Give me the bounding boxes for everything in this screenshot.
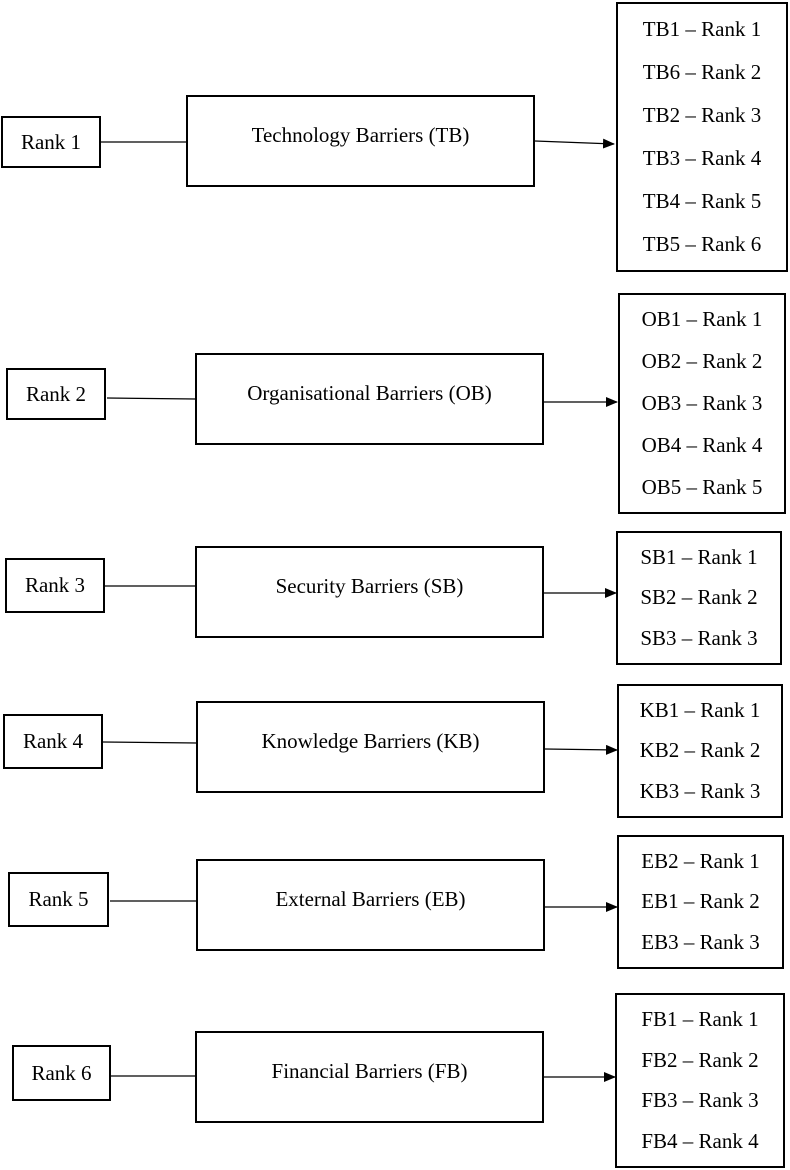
list-item: EB2 – Rank 1 — [641, 848, 760, 873]
rank-label: Rank 5 — [28, 887, 89, 911]
sub-barrier-list: FB1 – Rank 1 FB2 – Rank 2 FB3 – Rank 3 F… — [615, 993, 785, 1168]
list-item: TB3 – Rank 4 — [642, 146, 762, 170]
rank-box: Rank 6 — [12, 1045, 111, 1101]
barrier-label: Security Barriers (SB) — [275, 574, 464, 598]
list-item: FB3 – Rank 3 — [641, 1088, 759, 1113]
list-item: OB5 – Rank 5 — [641, 474, 763, 499]
sub-barrier-list: OB1 – Rank 1 OB2 – Rank 2 OB3 – Rank 3 O… — [618, 293, 786, 514]
rank-label: Rank 4 — [22, 729, 84, 753]
list-item: TB5 – Rank 6 — [642, 232, 762, 256]
rank-box: Rank 4 — [3, 714, 103, 769]
list-item: SB1 – Rank 1 — [640, 544, 758, 569]
list-item: SB3 – Rank 3 — [640, 626, 758, 651]
sub-barrier-list: KB1 – Rank 1 KB2 – Rank 2 KB3 – Rank 3 — [617, 684, 783, 818]
list-item: EB3 – Rank 3 — [641, 930, 760, 955]
list-item: FB1 – Rank 1 — [641, 1006, 759, 1031]
rank-box: Rank 2 — [6, 368, 106, 420]
barrier-arrow — [534, 138, 615, 149]
list-item: OB4 – Rank 4 — [641, 432, 763, 457]
barrier-box: External Barriers (EB) — [196, 859, 545, 951]
barrier-label: Technology Barriers (TB) — [251, 123, 470, 147]
list-item: TB1 – Rank 1 — [642, 17, 762, 41]
list-item: FB2 – Rank 2 — [641, 1047, 759, 1072]
list-item: TB6 – Rank 2 — [642, 60, 762, 84]
list-item: OB3 – Rank 3 — [641, 390, 763, 415]
list-item: TB4 – Rank 5 — [642, 189, 762, 213]
list-item: SB2 – Rank 2 — [640, 585, 758, 610]
sub-barrier-list: TB1 – Rank 1 TB6 – Rank 2 TB2 – Rank 3 T… — [616, 2, 788, 272]
barrier-label: Financial Barriers (FB) — [271, 1059, 468, 1083]
rank-box: Rank 5 — [8, 872, 109, 927]
list-item: KB3 – Rank 3 — [639, 779, 761, 804]
rank-label: Rank 6 — [31, 1060, 92, 1085]
list-item: EB1 – Rank 2 — [641, 889, 760, 914]
barrier-label: Organisational Barriers (OB) — [247, 381, 492, 405]
list-item: TB2 – Rank 3 — [642, 103, 762, 127]
rank-box: Rank 3 — [5, 558, 105, 613]
sub-barrier-list: EB2 – Rank 1 EB1 – Rank 2 EB3 – Rank 3 — [617, 835, 784, 969]
barrier-arrow — [544, 744, 618, 755]
rank-label: Rank 1 — [20, 129, 82, 154]
sub-barrier-list: SB1 – Rank 1 SB2 – Rank 2 SB3 – Rank 3 — [616, 531, 782, 665]
barrier-label: External Barriers (EB) — [275, 887, 466, 911]
rank-box: Rank 1 — [1, 116, 101, 168]
barrier-box: Security Barriers (SB) — [195, 546, 544, 638]
rank-label: Rank 2 — [25, 381, 87, 406]
rank-label: Rank 3 — [24, 573, 86, 597]
rank-connector-line — [102, 741, 198, 744]
list-item: KB1 – Rank 1 — [639, 697, 761, 722]
barrier-label: Knowledge Barriers (KB) — [261, 729, 480, 753]
barrier-box: Organisational Barriers (OB) — [195, 353, 544, 445]
barrier-box: Knowledge Barriers (KB) — [196, 701, 545, 793]
rank-connector-line — [106, 397, 197, 400]
list-item: FB4 – Rank 4 — [641, 1129, 759, 1154]
barrier-box: Technology Barriers (TB) — [186, 95, 535, 187]
list-item: KB2 – Rank 2 — [639, 738, 761, 763]
list-item: OB1 – Rank 1 — [641, 307, 763, 332]
list-item: OB2 – Rank 2 — [641, 349, 763, 374]
barrier-box: Financial Barriers (FB) — [195, 1031, 544, 1123]
